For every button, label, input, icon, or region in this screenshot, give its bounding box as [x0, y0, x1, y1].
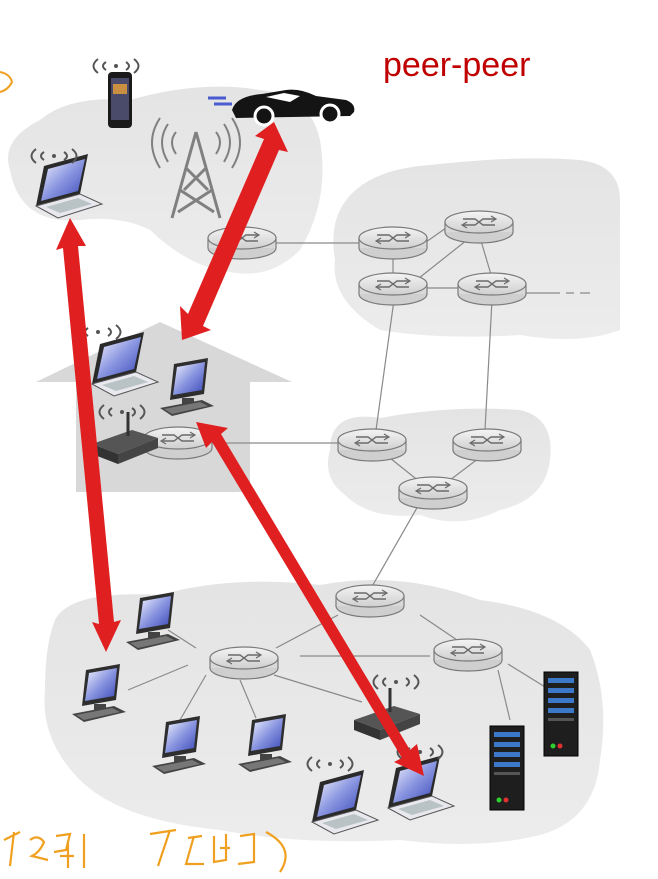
p2p-arrow-router-laptop	[196, 422, 424, 776]
server-rack-icon	[543, 671, 579, 757]
wifi-signal-icon	[92, 58, 140, 74]
p2p-arrow-laptop-desktop	[56, 218, 121, 652]
diagram-title: peer-peer	[383, 46, 531, 84]
router-icon	[337, 428, 407, 462]
router-icon	[358, 272, 428, 306]
smartphone-icon	[108, 72, 132, 128]
router-icon	[444, 210, 514, 244]
cell-tower-icon	[151, 117, 241, 219]
router-icon	[358, 226, 428, 260]
router-icon	[398, 476, 468, 510]
router-icon	[335, 584, 405, 618]
network-links	[127, 227, 551, 721]
p2p-arrows	[56, 122, 424, 776]
router-icon	[457, 272, 527, 306]
p2p-arrow-car-home	[180, 122, 288, 340]
router-icon	[209, 646, 279, 680]
car-icon	[208, 89, 355, 127]
router-icon	[452, 428, 522, 462]
router-icon	[433, 638, 503, 672]
handwriting-mark	[0, 71, 14, 93]
server-rack-icon	[489, 725, 525, 811]
handwriting-mark	[3, 828, 287, 873]
